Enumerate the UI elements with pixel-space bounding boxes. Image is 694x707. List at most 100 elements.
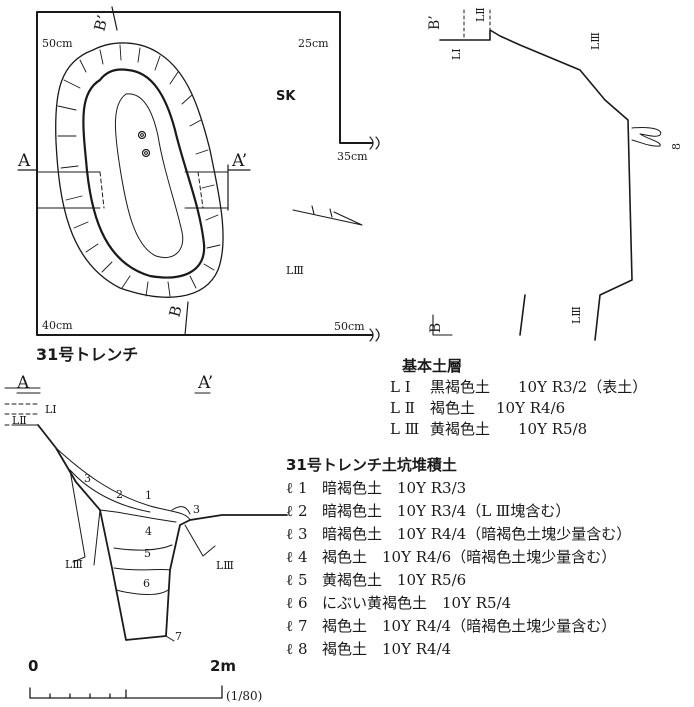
section-tick-b <box>111 6 118 31</box>
profile-b-l3-top: LⅢ <box>589 32 602 50</box>
pit-floor <box>114 93 184 258</box>
corner-label-tl: 50cm <box>42 37 73 50</box>
pit-fill-row: ℓ 1 暗褐色土 10Y R3/3 <box>286 481 466 496</box>
trench-plan <box>17 6 380 342</box>
north-arrow <box>292 205 363 226</box>
section-tick-a <box>17 164 251 211</box>
find-marker <box>144 151 148 155</box>
pit-inner-edge <box>82 68 206 279</box>
profile-b-l3-bottom: LⅢ <box>570 306 583 324</box>
fill-desc: 褐色土 10Y R4/4（暗褐色土塊少量含む） <box>322 617 617 635</box>
profile-b-label-bottom: B <box>428 323 444 333</box>
profile-b-base <box>519 294 526 336</box>
profile-a-label-left: A <box>16 373 30 393</box>
pit-fill-row: ℓ 6 にぶい黄褐色土 10Y R5/4 <box>286 596 511 611</box>
corner-label-mr: 35cm <box>337 150 368 163</box>
profile-b-tick <box>432 39 461 336</box>
fill-label-2: 2 <box>116 488 123 501</box>
scale-bar <box>29 685 223 699</box>
profile-b-surface <box>439 29 633 341</box>
fill-layer-3 <box>171 506 191 515</box>
fill-desc: 暗褐色土 10Y R4/4（暗褐色土塊少量含む） <box>322 525 632 543</box>
layer-munsell: 10Y R4/6 <box>496 399 566 417</box>
plan-layer-label: LⅢ <box>286 264 304 277</box>
section-line-a-dashed <box>99 171 204 209</box>
fill-label-7: 7 <box>175 630 182 643</box>
fill-layer-boundaries <box>55 447 191 595</box>
scale-zero: 0 <box>28 657 38 675</box>
basic-layer-row: L Ⅰ 黒褐色土 10Y R3/2（表土） <box>390 380 647 395</box>
layer-name: 黄褐色土 <box>430 420 491 438</box>
fill-label-1: 1 <box>145 489 152 502</box>
fill-desc: 暗褐色土 10Y R3/3 <box>322 479 467 497</box>
trench-outline <box>36 11 373 336</box>
profile-b-num8: 8 <box>670 143 683 150</box>
basic-layer-row: L Ⅱ 褐色土 10Y R4/6 <box>390 401 565 416</box>
fill-desc: 褐色土 10Y R4/6（暗褐色土塊少量含む） <box>322 548 617 566</box>
layer-name: 褐色土 <box>430 399 476 417</box>
fill-code: ℓ 3 <box>286 525 308 543</box>
layer-name: 黒褐色土 <box>430 378 491 396</box>
profile-a-liii-right: LⅢ <box>216 559 234 572</box>
profile-a-liii-left: LⅢ <box>65 558 83 571</box>
fill-code: ℓ 6 <box>286 594 308 612</box>
scale-ratio: (1/80) <box>226 689 262 703</box>
fill-desc: 黄褐色土 10Y R5/6 <box>322 571 467 589</box>
profile-b-label-top: B’ <box>427 15 443 30</box>
break-mark <box>369 328 380 342</box>
find-marker <box>141 148 151 158</box>
section-tick-b <box>184 301 189 336</box>
fill-code: ℓ 8 <box>286 640 308 658</box>
profile-a-lii: LⅡ <box>12 414 27 427</box>
profile-b-l2: LⅡ <box>474 7 487 22</box>
fill-label-6: 6 <box>143 577 150 590</box>
fill-label-5: 5 <box>144 547 151 560</box>
section-label-b: B <box>165 304 185 319</box>
profile-a-lines <box>4 387 211 426</box>
profile-a-label-right: A’ <box>197 373 213 393</box>
fill-layer-7 <box>165 635 175 642</box>
fill-label-3a: 3 <box>84 472 91 485</box>
section-label-a: A <box>17 151 31 171</box>
fill-code: ℓ 2 <box>286 502 308 520</box>
layer-code: L Ⅱ <box>390 399 415 417</box>
profile-a-surface <box>37 424 288 641</box>
corner-label-br: 50cm <box>334 320 365 333</box>
section-label-b2: B’ <box>90 13 111 33</box>
find-marker <box>137 130 147 140</box>
fill-code: ℓ 5 <box>286 571 308 589</box>
corner-label-bl: 40cm <box>42 319 73 332</box>
break-mark <box>369 136 380 150</box>
slope-hachures <box>57 44 221 297</box>
basic-layers-title: 基本土層 <box>402 357 463 375</box>
pit-fill-row: ℓ 3 暗褐色土 10Y R4/4（暗褐色土塊少量含む） <box>286 527 631 542</box>
fill-code: ℓ 1 <box>286 479 308 497</box>
pit-fill-row: ℓ 5 黄褐色土 10Y R5/6 <box>286 573 466 588</box>
pit-outer-edge <box>55 42 224 298</box>
corner-label-tr: 25cm <box>298 37 329 50</box>
fill-label-4: 4 <box>145 525 152 538</box>
find-marker <box>140 133 144 137</box>
scale-two: 2m <box>210 657 236 675</box>
layer-code: L Ⅰ <box>390 378 411 396</box>
profile-a <box>4 387 288 642</box>
layer-munsell: 10Y R5/8 <box>518 420 588 438</box>
profile-b-l1: LⅠ <box>450 48 463 60</box>
layer-code: L Ⅲ <box>390 420 420 438</box>
pit-fill-row: ℓ 7 褐色土 10Y R4/4（暗褐色土塊少量含む） <box>286 619 616 634</box>
artifact-8 <box>631 127 662 147</box>
profile-a-li: LI <box>45 403 57 416</box>
fill-code: ℓ 7 <box>286 617 308 635</box>
plan-title: 31号トレンチ <box>36 345 138 364</box>
pit-fill-title: 31号トレンチ土坑堆積土 <box>286 456 457 474</box>
profile-b-dash <box>463 9 491 41</box>
layer-munsell: 10Y R3/2（表土） <box>518 378 648 396</box>
pit-wall-lines <box>69 469 216 566</box>
basic-layer-row: L Ⅲ 黄褐色土 10Y R5/8 <box>390 422 587 437</box>
fill-desc: にぶい黄褐色土 10Y R5/4 <box>322 594 512 612</box>
section-line-a <box>36 171 229 209</box>
